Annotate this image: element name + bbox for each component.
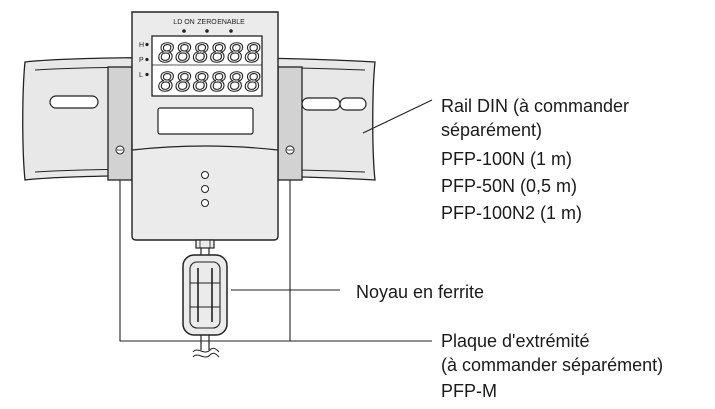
display-digit: 8 bbox=[227, 66, 243, 97]
led-2 bbox=[201, 185, 209, 193]
ferrite-label: Noyau en ferrite bbox=[356, 282, 485, 302]
led-1 bbox=[201, 171, 209, 179]
indicator-dot-zero bbox=[205, 29, 209, 33]
row-letter-l: L bbox=[139, 72, 143, 79]
display-digit: 8 bbox=[227, 37, 243, 68]
indicator-dot-enable bbox=[229, 29, 233, 33]
end-plate-label-line-2: (à commander séparément) bbox=[441, 355, 664, 375]
rail-slot-right bbox=[301, 97, 341, 111]
display-digit: 8 bbox=[210, 66, 226, 97]
rail-model-pfp-50n: PFP-50N (0,5 m) bbox=[441, 176, 578, 196]
end-plate-model-pfp-m: PFP-M bbox=[441, 381, 497, 401]
display-digit: 8 bbox=[210, 37, 226, 68]
end-plate-left bbox=[107, 66, 133, 181]
display-digit: 8 bbox=[158, 37, 174, 68]
display-digit: 8 bbox=[175, 66, 191, 97]
indicator-enable: ENABLE bbox=[217, 19, 245, 26]
cable-break bbox=[192, 347, 220, 353]
display-digit: 8 bbox=[175, 37, 191, 68]
cable-connector bbox=[195, 239, 215, 249]
indicator-zero: ZERO bbox=[197, 19, 217, 26]
display-digit: 8 bbox=[245, 37, 261, 68]
display-digit: 8 bbox=[193, 37, 209, 68]
indicator-ld-on: LD ON bbox=[173, 19, 194, 26]
led-3 bbox=[201, 199, 209, 207]
row-dot-p bbox=[145, 57, 149, 62]
rail-label-line-1: Rail DIN (à commander bbox=[441, 96, 630, 116]
leader-lines bbox=[119, 99, 433, 342]
rail-label-line-2: séparément) bbox=[441, 120, 543, 140]
rail-model-pfp-100n2: PFP-100N2 (1 m) bbox=[441, 203, 583, 223]
rail-model-pfp-100n: PFP-100N (1 m) bbox=[441, 149, 573, 169]
ferrite-core bbox=[182, 254, 228, 336]
row-dot-l bbox=[145, 72, 149, 77]
indicator-dot-ld-on bbox=[182, 29, 186, 33]
display-digit: 8 bbox=[193, 66, 209, 97]
display-digit: 8 bbox=[245, 66, 261, 97]
display-digit: 8 bbox=[158, 66, 174, 97]
row-dot-h bbox=[145, 42, 149, 47]
row-letter-p: P bbox=[139, 57, 144, 64]
rail-slot-left bbox=[49, 95, 99, 109]
cable-assembly bbox=[182, 239, 228, 358]
end-plate-label-line-1: Plaque d'extrémité bbox=[441, 331, 590, 351]
rail-slot-right-2 bbox=[339, 97, 367, 111]
leader-rail bbox=[362, 99, 433, 134]
indicator-row: LD ON ZERO ENABLE bbox=[173, 19, 245, 33]
end-plate-right bbox=[277, 66, 303, 181]
leader-end-plate-left bbox=[119, 180, 432, 342]
row-letter-h: H bbox=[139, 42, 144, 49]
device-window bbox=[157, 107, 254, 135]
